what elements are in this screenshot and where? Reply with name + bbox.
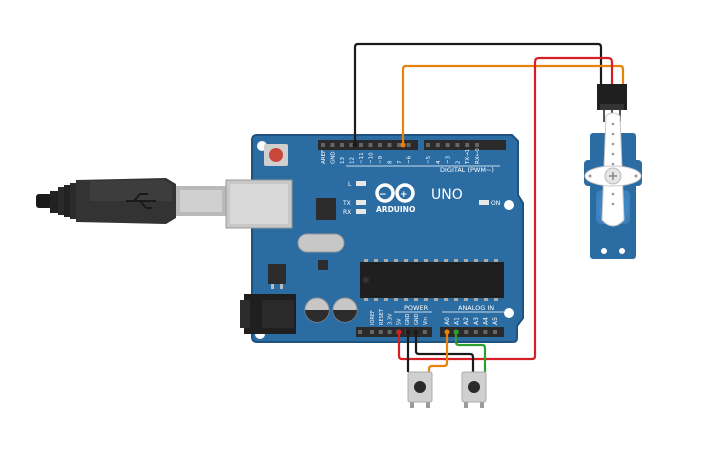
header-pin[interactable] (464, 330, 469, 334)
svg-text:+: + (400, 190, 408, 200)
header-pin[interactable] (387, 330, 392, 334)
analog-pin-label: A2 (463, 317, 470, 325)
digital-pin-label: ~10 (369, 152, 375, 164)
analog-pin-label: A5 (492, 317, 499, 325)
pushbutton-1[interactable] (407, 371, 433, 408)
screw-icon (609, 172, 617, 180)
digital-pin-label: ~3 (446, 155, 452, 164)
digital-pin-label: AREF (321, 150, 327, 164)
usb-cable[interactable] (36, 178, 226, 224)
header-pin[interactable] (422, 330, 427, 334)
analog-header (440, 327, 504, 337)
header-pin[interactable] (426, 143, 430, 147)
header-pin[interactable] (475, 143, 479, 147)
wire-gnd-to-buttons[interactable] (414, 332, 475, 372)
button-cap[interactable] (414, 381, 426, 393)
power-pin-label: IOREF (370, 310, 376, 325)
digital-pin-label: 8 (388, 160, 394, 164)
header-pin[interactable] (359, 143, 363, 147)
header-pin[interactable] (493, 330, 497, 334)
digital-pin-label: 12 (350, 157, 356, 164)
digital-pin-label: ~6 (407, 155, 413, 164)
led-tx-label: TX (342, 200, 351, 207)
header-pin[interactable] (349, 143, 354, 147)
power-pin-label: GND (414, 313, 420, 325)
wire-gnd-to-servo[interactable] (353, 42, 603, 145)
analog-header-title: ANALOG IN (458, 304, 494, 312)
led-tx (356, 200, 366, 205)
header-pin[interactable] (321, 143, 325, 147)
header-pin[interactable] (483, 330, 488, 334)
header-pin[interactable] (340, 143, 344, 147)
analog-pin-label: A1 (454, 317, 461, 325)
voltage-regulator (268, 264, 286, 284)
header-pin[interactable] (370, 330, 374, 334)
crystal-oscillator (297, 233, 345, 253)
wire-a0-to-button1[interactable] (427, 332, 449, 372)
led-l-label: L (348, 181, 352, 188)
digital-pin-label: ~9 (378, 155, 384, 164)
power-pin-label: GND (405, 313, 411, 325)
usb-symbol-icon (126, 193, 156, 209)
power-pin-label: 3.3V (388, 313, 394, 325)
digital-header-right (424, 140, 506, 150)
digital-pin-label: 2 (455, 161, 461, 165)
header-pin[interactable] (455, 143, 460, 147)
header-pin[interactable] (358, 330, 362, 334)
pushbutton-2[interactable] (461, 371, 487, 408)
model-label: UNO (431, 187, 463, 203)
cable-strain-relief (36, 194, 52, 208)
led-on-label: ON (491, 200, 500, 207)
wire-pin9-to-servo[interactable] (401, 64, 625, 145)
header-pin[interactable] (330, 143, 335, 147)
digital-pin-label: 13 (340, 157, 346, 164)
mounting-hole (504, 308, 514, 318)
power-pin-label: Vin (423, 317, 429, 325)
header-pin[interactable] (445, 143, 450, 147)
led-on (479, 200, 489, 205)
mounting-hole (504, 200, 514, 210)
header-pin[interactable] (378, 143, 382, 147)
header-pin[interactable] (397, 143, 401, 147)
atmega-chip (360, 262, 504, 298)
wire-5v-to-servo[interactable] (397, 56, 614, 361)
led-rx (356, 209, 366, 214)
digital-pin-label: RX←0 (475, 148, 481, 164)
power-pin-label: 5V (396, 318, 402, 325)
digital-pin-label: 7 (397, 160, 403, 164)
analog-pin-label: A3 (473, 317, 480, 325)
header-pin[interactable] (406, 143, 411, 147)
analog-pin-label: A4 (482, 317, 489, 325)
power-pin-label: RESET (379, 308, 385, 325)
digital-pin-label: ~5 (426, 155, 432, 164)
header-pin[interactable] (435, 143, 440, 147)
power-header-title: POWER (404, 304, 429, 312)
svg-text:−: − (379, 190, 387, 200)
digital-pin-label: GND (331, 151, 337, 164)
header-pin[interactable] (387, 143, 392, 147)
brand-label: ARDUINO (376, 205, 415, 214)
digital-pin-label: TX→1 (465, 149, 471, 165)
led-l (356, 181, 366, 186)
power-header (356, 327, 432, 337)
digital-header-title: DIGITAL (PWM~) (440, 166, 494, 174)
digital-pin-label: ~11 (359, 152, 365, 164)
header-pin[interactable] (368, 143, 373, 147)
header-pin[interactable] (465, 143, 470, 147)
arduino-infinity-icon (375, 183, 415, 203)
button-cap[interactable] (468, 381, 480, 393)
wire-a1-to-button2[interactable] (454, 332, 487, 372)
usb-controller-chip (316, 198, 336, 220)
wires (353, 42, 625, 372)
header-pin[interactable] (473, 330, 478, 334)
led-rx-label: RX (343, 209, 351, 216)
analog-pin-label: A0 (444, 317, 451, 325)
servo-motor[interactable] (584, 84, 642, 259)
header-pin[interactable] (378, 330, 383, 334)
digital-header-left (318, 140, 418, 150)
digital-pin-label: 4 (436, 160, 442, 164)
